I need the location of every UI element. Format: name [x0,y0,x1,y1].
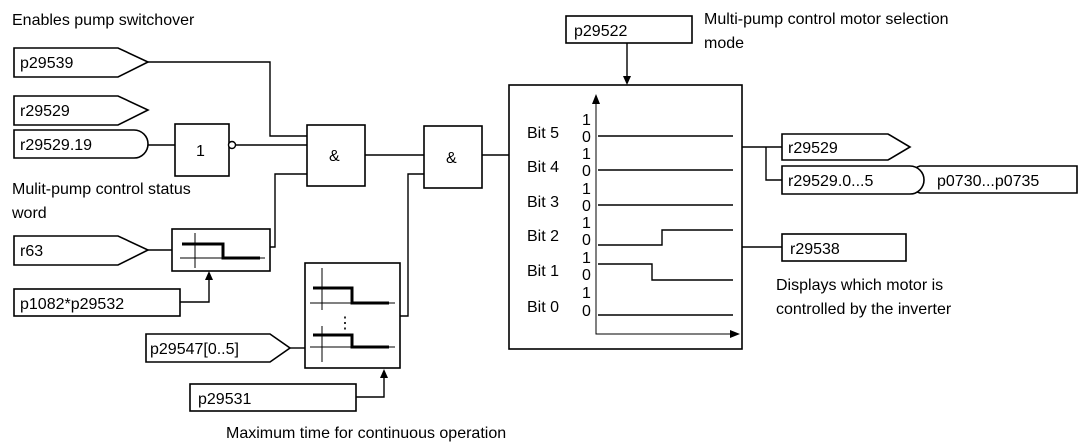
bit-2-high: 1 [582,215,591,232]
connector-p29547 [145,333,292,363]
bit-4-low: 0 [582,163,591,180]
connector-r63-label: r63 [20,243,43,260]
comparator-curve [182,242,260,260]
connector-p29531-label: p29531 [198,391,251,408]
bit-4-high: 1 [582,146,591,163]
connector-p0730-p0735-label: p0730...p0735 [937,173,1039,190]
not-gate-label: 1 [196,143,205,160]
connector-p29531 [189,383,357,412]
connector-r29529-19 [13,129,149,159]
connector-r29538-label: r29538 [790,241,840,258]
arrow-p1082-comparator [205,271,213,280]
connector-r63 [13,235,150,266]
wire-timing-r29529-0-5 [765,147,782,181]
bit-5-low: 0 [582,129,591,146]
delay-curve-bottom [313,333,389,349]
bit-0-label: Bit 0 [527,299,559,316]
connector-r29529-in-label: r29529 [20,103,70,120]
bit-3-label: Bit 3 [527,194,559,211]
caption-selection-mode-2: mode [704,35,744,52]
and-gate-1 [306,124,366,187]
connector-p1082-p29532-label: p1082*p29532 [20,296,124,313]
wire-comparator-and1 [270,173,307,248]
not-gate-inversion-bubble [227,140,237,150]
and-gate-2 [423,125,483,189]
connector-p29547-label: p29547[0..5] [150,341,239,358]
bit-5-label: Bit 5 [527,125,559,142]
bit-1-label: Bit 1 [527,263,559,280]
bit-1-low: 0 [582,267,591,284]
wire-p1082-comparator [180,276,210,303]
timing-axes [595,99,735,335]
bit-4-label: Bit 4 [527,159,559,176]
caption-status-word-1: Mulit-pump control status [12,181,191,198]
wire-p29539-and1 [148,61,307,137]
caption-selection-mode-1: Multi-pump control motor selection [704,11,949,28]
wire-delay-and2 [400,173,424,317]
caption-max-time: Maximum time for continuous operation [226,425,506,442]
arrow-p29522-timing [623,76,631,85]
bit-3-low: 0 [582,198,591,215]
timing-y-arrow [592,94,600,104]
not-gate [174,123,230,177]
connector-r29529-0-5-label: r29529.0...5 [788,173,874,190]
caption-displays-2: controlled by the inverter [776,301,952,318]
bit-1-signal [598,263,733,281]
bit-2-low: 0 [582,232,591,249]
bit-0-high: 1 [582,285,591,302]
connector-r29529-in [13,95,150,126]
bit-2-label: Bit 2 [527,228,559,245]
connector-p29522-label: p29522 [574,23,627,40]
connector-p29522 [565,15,693,44]
connector-p29539-label: p29539 [20,55,73,72]
arrow-p29531-delay [380,369,388,378]
connector-r29529-19-label: r29529.19 [20,137,92,154]
caption-status-word-2: word [11,205,47,222]
bit-2-signal [598,229,733,246]
timing-diagram-block [508,84,743,350]
bit-1-high: 1 [582,250,591,267]
and-gate-1-label: & [329,148,340,165]
connector-r29529-0-5 [781,165,925,195]
bit-0-low: 0 [582,303,591,320]
caption-displays-1: Displays which motor is [776,277,943,294]
bit-5-high: 1 [582,112,591,129]
connector-p1082-p29532 [13,288,181,317]
comparator-block [171,228,271,272]
connector-p29539 [13,47,150,78]
connector-r29529-out-label: r29529 [788,140,838,157]
and-gate-2-label: & [446,150,457,167]
delay-ellipsis: ⋮ [337,315,353,332]
caption-enables-switchover: Enables pump switchover [12,12,195,29]
delay-curve-top [313,286,389,305]
bit-3-high: 1 [582,181,591,198]
wire-p29531-delay [356,374,385,398]
timing-x-arrow [730,330,740,338]
connector-r29529-out [781,133,912,161]
